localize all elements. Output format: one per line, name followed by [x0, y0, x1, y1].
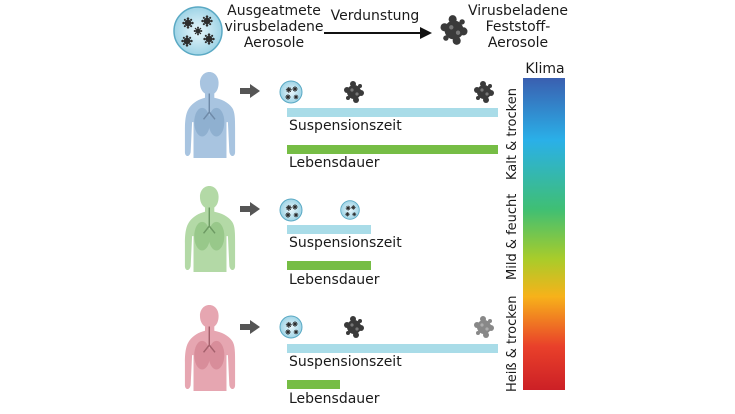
- human-lungs-figure-hot: [184, 305, 236, 391]
- inhale-arrow-icon: [240, 320, 260, 334]
- climate-zone-cold-dry: Kalt & trocken: [505, 88, 520, 180]
- solid-particle-icon-faded: [474, 316, 494, 338]
- exhaled-aerosol-icon: [173, 6, 223, 56]
- lifetime-label: Lebensdauer: [289, 155, 380, 171]
- lifetime-bar: [287, 261, 371, 270]
- inhale-arrow-icon: [240, 84, 260, 98]
- climate-zone-hot-dry: Heiß & trocken: [505, 295, 520, 392]
- droplet-icon: [278, 79, 304, 105]
- suspension-time-bar: [287, 225, 371, 234]
- droplet-icon: [278, 314, 304, 340]
- lifetime-label: Lebensdauer: [289, 391, 380, 407]
- exhaled-aerosol-label: Ausgeatmete virusbeladene Aerosole: [224, 3, 324, 51]
- suspension-time-label: Suspensionszeit: [289, 354, 402, 370]
- solid-particle-icon: [344, 316, 364, 338]
- lifetime-label: Lebensdauer: [289, 272, 380, 288]
- arrow-right-icon: [324, 27, 432, 39]
- suspension-time-bar: [287, 344, 498, 353]
- solid-particle-icon: [344, 81, 364, 103]
- inhale-arrow-icon: [240, 202, 260, 216]
- climate-gradient-bar: [523, 78, 565, 390]
- solid-aerosol-label: Virusbeladene Feststoff- Aerosole: [467, 3, 569, 51]
- human-lungs-figure-mild: [184, 186, 236, 272]
- suspension-time-label: Suspensionszeit: [289, 235, 402, 251]
- climate-title: Klima: [525, 61, 565, 77]
- droplet-icon: [278, 197, 304, 223]
- suspension-time-bar: [287, 108, 498, 117]
- human-lungs-figure-cold: [184, 72, 236, 158]
- lifetime-bar: [287, 145, 498, 154]
- lifetime-bar: [287, 380, 340, 389]
- suspension-time-label: Suspensionszeit: [289, 118, 402, 134]
- process-label: Verdunstung: [330, 8, 420, 24]
- droplet-icon: [339, 199, 361, 221]
- solid-particle-icon: [474, 81, 494, 103]
- climate-zone-mild-humid: Mild & feucht: [505, 193, 520, 280]
